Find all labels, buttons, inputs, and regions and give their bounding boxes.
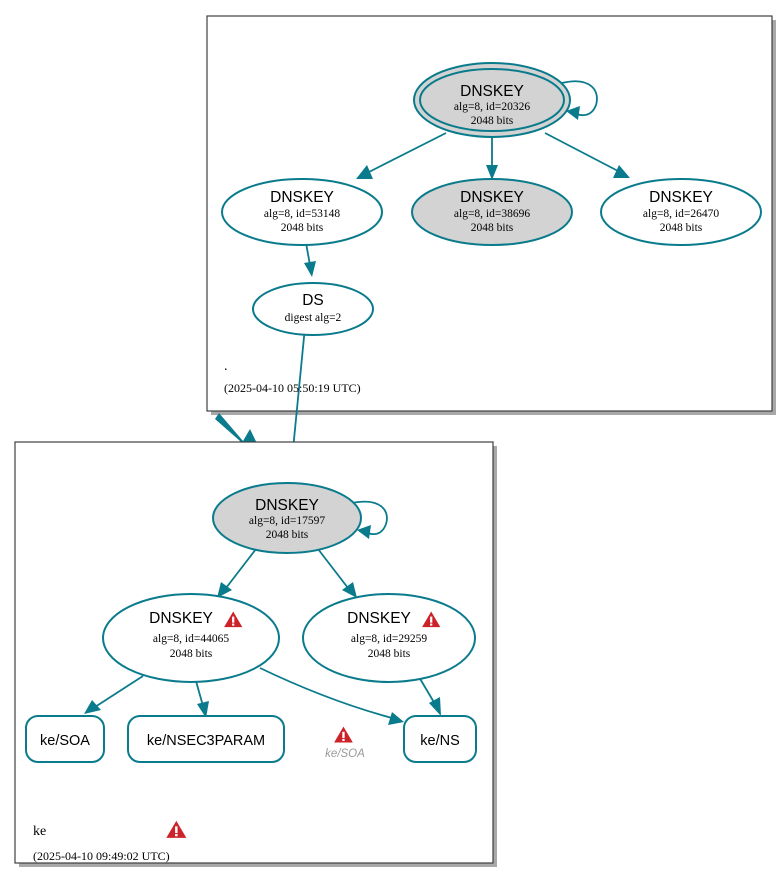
ke-ksk-bits: 2048 bits	[266, 529, 309, 541]
node-ke-soa-error-marker[interactable]: ke/SOA	[325, 724, 365, 760]
ke-nsec3param-label: ke/NSEC3PARAM	[147, 733, 265, 749]
root-zsk-38696-ellipse	[411, 178, 573, 246]
edge-ke-ksk-to-29259[interactable]	[317, 548, 357, 598]
root-zone-timestamp: (2025-04-10 05:50:19 UTC)	[224, 381, 361, 395]
node-ke-dnskey-29259[interactable]: DNSKEY alg=8, id=29259 2048 bits	[302, 593, 476, 683]
root-zsk-38696-title: DNSKEY	[460, 189, 524, 206]
node-ke-nsec3param[interactable]: ke/NSEC3PARAM	[127, 715, 285, 763]
edge-root-ksk-to-38696[interactable]	[486, 136, 498, 180]
edge-29259-to-ke-ns[interactable]	[418, 676, 441, 716]
edge-ke-ksk-to-44065[interactable]	[217, 548, 257, 598]
root-zsk-38696-alg-id: alg=8, id=38696	[454, 208, 530, 220]
ke-zsk-29259-title: DNSKEY	[347, 610, 411, 627]
ke-ksk-alg-id: alg=8, id=17597	[249, 515, 325, 527]
ke-ksk-ellipse	[212, 482, 362, 554]
root-zsk-53148-alg-id: alg=8, id=53148	[264, 208, 340, 220]
edge-root-ksk-self-loop[interactable]	[561, 80, 598, 120]
zone-label-ke: ke (2025-04-10 09:49:02 UTC)	[33, 818, 189, 863]
edge-root-ksk-to-53148[interactable]	[356, 132, 447, 179]
ke-zsk-29259-bits: 2048 bits	[368, 648, 411, 660]
root-zsk-26470-title: DNSKEY	[649, 189, 713, 206]
node-root-ds[interactable]: DS digest alg=2	[252, 282, 374, 336]
warning-icon	[332, 724, 355, 744]
edge-44065-to-ke-nsec3param[interactable]	[195, 680, 209, 718]
root-zsk-53148-title: DNSKEY	[270, 189, 334, 206]
edge-44065-to-ke-soa[interactable]	[84, 675, 144, 714]
root-ds-ellipse	[252, 282, 374, 336]
node-ke-dnskey-44065[interactable]: DNSKEY alg=8, id=44065 2048 bits	[102, 593, 280, 683]
ke-zsk-44065-alg-id: alg=8, id=44065	[153, 633, 229, 645]
root-ksk-bits: 2048 bits	[471, 115, 514, 127]
edge-53148-to-ds[interactable]	[304, 242, 316, 277]
node-ke-ns[interactable]: ke/NS	[403, 715, 477, 763]
edge-44065-to-ke-ns[interactable]	[259, 667, 404, 725]
root-ksk-title: DNSKEY	[460, 83, 524, 100]
root-ksk-inner-ellipse	[419, 68, 565, 132]
root-zsk-26470-ellipse	[600, 178, 762, 246]
warning-icon	[222, 609, 245, 629]
ke-zone-timestamp: (2025-04-10 09:49:02 UTC)	[33, 849, 170, 863]
node-root-dnskey-26470[interactable]: DNSKEY alg=8, id=26470 2048 bits	[600, 178, 762, 246]
node-root-dnskey-38696[interactable]: DNSKEY alg=8, id=38696 2048 bits	[411, 178, 573, 246]
node-root-dnskey-20326[interactable]: DNSKEY alg=8, id=20326 2048 bits	[413, 62, 571, 138]
ke-zsk-44065-title: DNSKEY	[149, 610, 213, 627]
node-ke-soa[interactable]: ke/SOA	[25, 715, 105, 763]
ke-soa-box	[25, 715, 105, 763]
ke-ksk-title: DNSKEY	[255, 497, 319, 514]
ke-zsk-44065-bits: 2048 bits	[170, 648, 213, 660]
zone-label-root: . (2025-04-10 05:50:19 UTC)	[224, 359, 361, 395]
root-zsk-53148-ellipse	[221, 178, 383, 246]
ke-ns-label: ke/NS	[420, 733, 460, 749]
root-ds-title: DS	[302, 292, 324, 309]
edge-ke-ksk-self-loop[interactable]	[351, 500, 388, 539]
ke-zsk-29259-alg-id: alg=8, id=29259	[351, 633, 427, 645]
warning-icon	[420, 609, 443, 629]
node-ke-dnskey-17597[interactable]: DNSKEY alg=8, id=17597 2048 bits	[212, 482, 362, 554]
warning-icon	[164, 818, 189, 840]
root-zsk-53148-bits: 2048 bits	[281, 222, 324, 234]
root-zsk-38696-bits: 2048 bits	[471, 222, 514, 234]
ke-nsec3param-box	[127, 715, 285, 763]
root-zone-name: .	[224, 359, 228, 374]
ke-zone-name: ke	[33, 824, 46, 839]
ke-ns-box	[403, 715, 477, 763]
root-ds-digest: digest alg=2	[285, 312, 342, 324]
root-zsk-26470-bits: 2048 bits	[660, 222, 703, 234]
ke-soa-error-label: ke/SOA	[325, 748, 365, 760]
ke-soa-label: ke/SOA	[40, 733, 90, 749]
root-zsk-26470-alg-id: alg=8, id=26470	[643, 208, 719, 220]
edge-root-ksk-to-26470[interactable]	[544, 132, 630, 178]
root-ksk-alg-id: alg=8, id=20326	[454, 101, 530, 113]
node-root-dnskey-53148[interactable]: DNSKEY alg=8, id=53148 2048 bits	[221, 178, 383, 246]
